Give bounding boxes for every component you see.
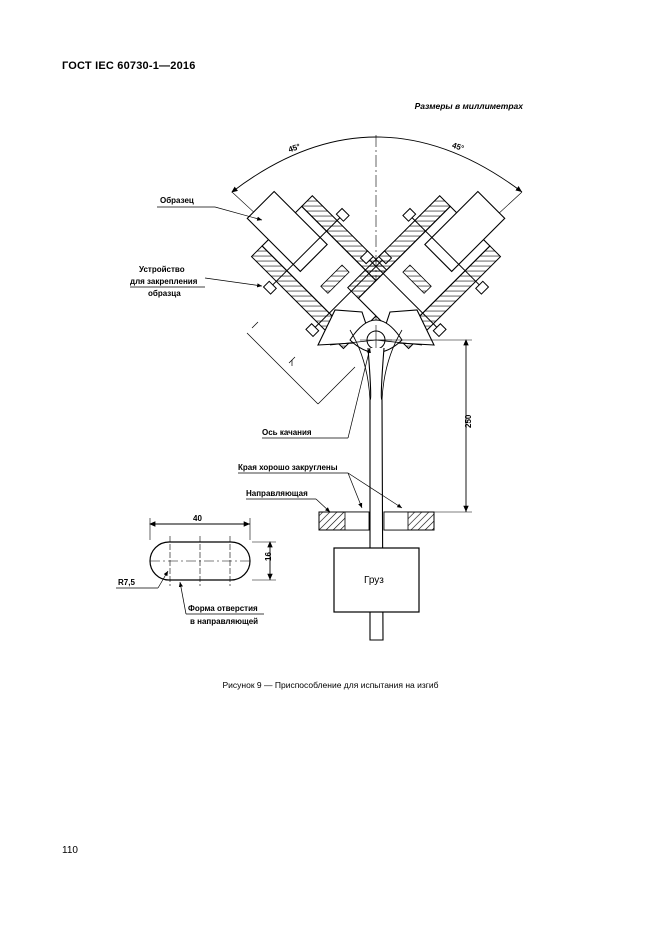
angle-right-label: 45° — [451, 141, 465, 153]
weight-block — [333, 547, 420, 613]
height-dimension-label: 250 — [464, 414, 473, 428]
units-note: Размеры в миллиметрах — [414, 101, 523, 111]
angle-arc — [231, 136, 523, 193]
hole-width-label: 16 — [264, 552, 273, 561]
weight-label: Груз — [364, 575, 384, 586]
angle-left-label: 45° — [287, 142, 301, 154]
guide-label: Направляющая — [246, 489, 308, 498]
hole-label-line1: Форма отверстия — [188, 604, 258, 613]
swing-axis-label: Ось качания — [262, 428, 312, 437]
hole-label-line2: в направляющей — [190, 617, 258, 626]
hole-length-label: 40 — [193, 514, 202, 523]
specimen-label: Образец — [160, 196, 194, 205]
right-clamp-assembly — [347, 190, 506, 350]
edges-label: Края хорошо закруглены — [238, 463, 338, 472]
figure-caption: Рисунок 9 — Приспособление для испытания… — [222, 680, 439, 690]
document-header: ГОСТ IEC 60730-1—2016 — [62, 60, 196, 72]
page-number: 110 — [62, 845, 78, 856]
radius-label: R7,5 — [118, 578, 135, 587]
clamp-label-line3: образца — [148, 289, 181, 298]
clamp-label-line2: для закрепления — [130, 277, 198, 286]
clamp-label-line1: Устройство — [139, 265, 185, 274]
